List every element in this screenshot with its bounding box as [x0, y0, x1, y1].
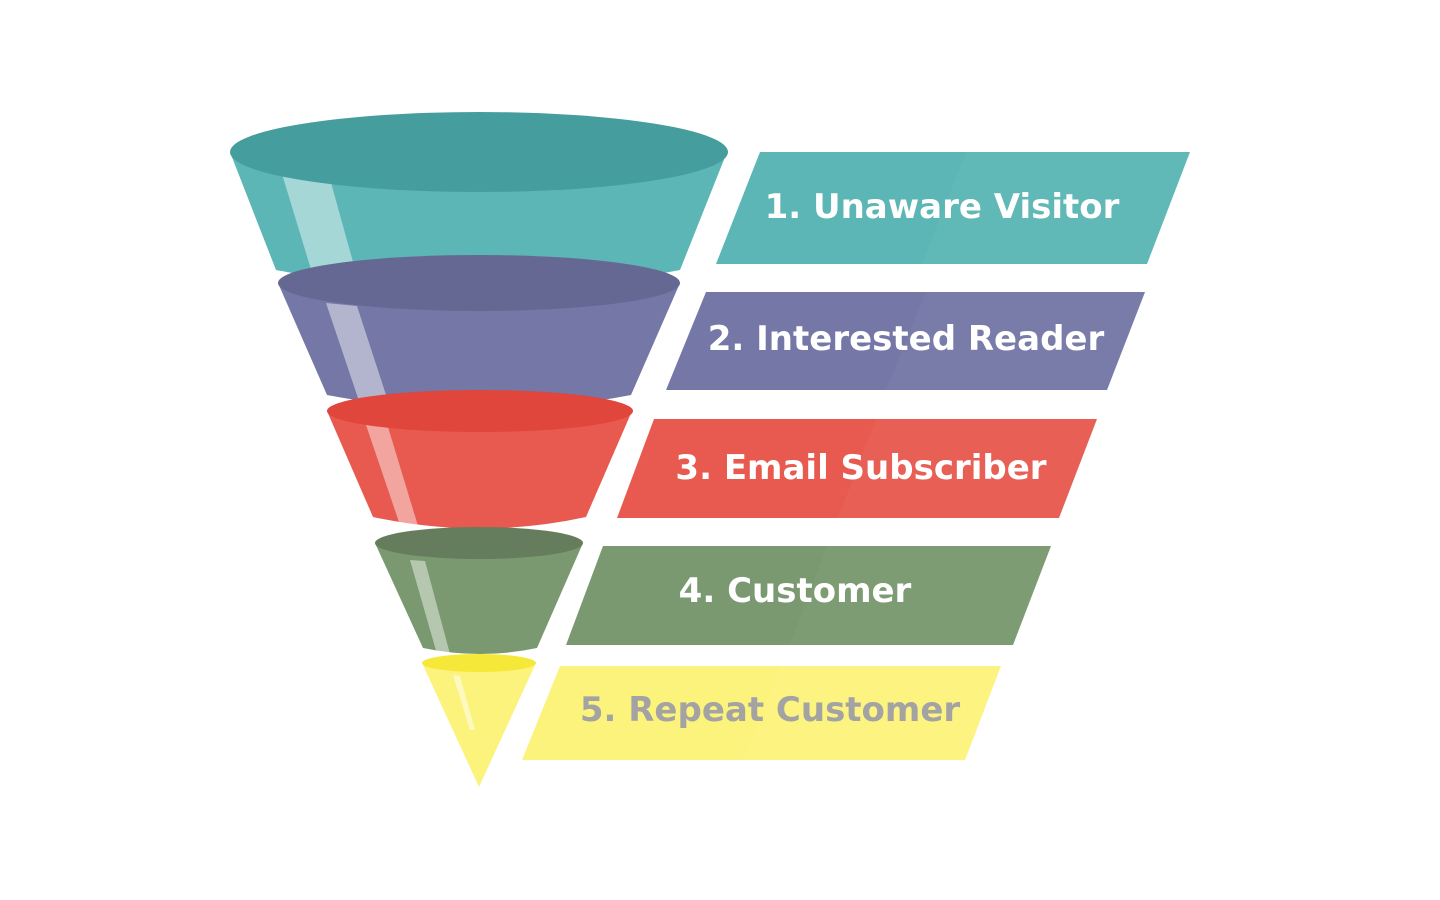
label-band-1: [716, 152, 1190, 264]
funnel-segment-5-highlight: [453, 675, 475, 730]
stage-3-label: 3. Email Subscriber: [675, 448, 1046, 488]
label-band-4: [566, 546, 1051, 645]
funnel-segment-1-highlight: [282, 174, 358, 280]
stage-4-label: 4. Customer: [679, 571, 912, 611]
funnel-stage-1: 1. Unaware Visitor: [230, 112, 1190, 290]
funnel-segment-2-rim: [278, 255, 680, 311]
funnel-segment-4-highlight: [410, 560, 450, 654]
funnel-stage-5: 5. Repeat Customer: [422, 654, 1001, 787]
stage-1-label: 1. Unaware Visitor: [765, 187, 1120, 227]
label-band-2: [666, 292, 1145, 390]
label-band-5: [522, 666, 1001, 760]
funnel-segment-3-body: [327, 411, 632, 529]
label-band-3: [617, 419, 1097, 518]
funnel-segment-3-rim: [327, 390, 633, 432]
stage-2-label: 2. Interested Reader: [708, 319, 1105, 359]
stage-5-label: 5. Repeat Customer: [580, 690, 961, 730]
funnel-segment-2-highlight: [326, 303, 389, 404]
funnel-segment-1-rim: [230, 112, 728, 192]
funnel-segment-5-rim: [422, 654, 536, 672]
funnel-segment-4-rim: [375, 527, 583, 559]
funnel-segment-2-body: [278, 283, 680, 410]
funnel-stage-4: 4. Customer: [375, 527, 1051, 654]
funnel-segment-5-body: [422, 663, 536, 787]
funnel-stage-2: 2. Interested Reader: [278, 255, 1145, 410]
funnel-segment-4-body: [375, 543, 583, 654]
funnel-segment-3-highlight: [366, 425, 418, 526]
funnel-stage-3: 3. Email Subscriber: [327, 390, 1097, 529]
